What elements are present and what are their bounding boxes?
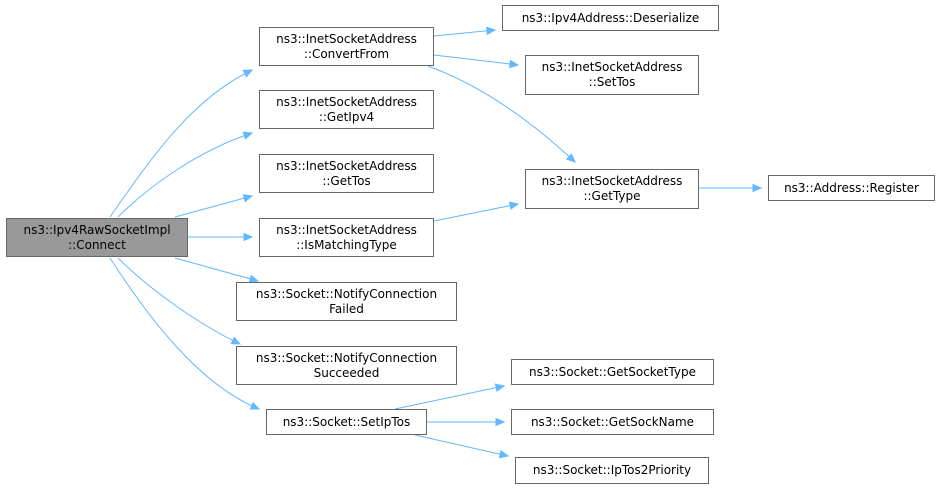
node-inet-socket-address-get-type[interactable]: ns3::InetSocketAddress ::GetType	[525, 169, 699, 209]
edge-line	[394, 385, 505, 410]
node-label-line2: Succeeded	[313, 365, 380, 380]
node-socket-notify-connection-succeeded[interactable]: ns3::Socket::NotifyConnection Succeeded	[236, 346, 457, 385]
edge-arrowhead	[508, 201, 520, 210]
edge-get-type-to-address-register	[699, 183, 763, 193]
node-label-line2: ::GetIpv4	[318, 109, 375, 124]
node-label-line1: ns3::InetSocketAddress	[276, 31, 417, 46]
node-socket-get-sock-name[interactable]: ns3::Socket::GetSockName	[511, 409, 714, 435]
edge-set-ip-tos-to-ip-tos-2-priority	[414, 434, 510, 459]
node-label-line1: ns3::InetSocketAddress	[276, 94, 417, 109]
edge-convert-from-to-get-type	[427, 65, 576, 163]
edge-line	[117, 257, 241, 345]
node-label-line1: ns3::InetSocketAddress	[276, 222, 417, 237]
edge-connect-to-get-tos	[174, 194, 254, 218]
edge-connect-to-notify-connection-succeeded	[117, 257, 242, 345]
node-label-line2: Failed	[329, 301, 364, 316]
node-label-line1: ns3::Socket::NotifyConnection	[255, 286, 438, 301]
edge-arrowhead	[498, 449, 510, 459]
edge-line	[174, 257, 259, 282]
node-label-line2: ::Connect	[68, 237, 126, 252]
edge-line	[433, 54, 519, 66]
edge-arrowhead	[242, 69, 254, 78]
node-label-line1: ns3::Ipv4RawSocketImpl	[23, 222, 171, 237]
edge-convert-from-to-ipv4-deserialize	[433, 26, 497, 37]
node-label: ns3::Ipv4Address::Deserialize	[521, 10, 700, 25]
edge-line	[433, 203, 519, 222]
edge-arrowhead	[752, 183, 763, 193]
node-inet-socket-address-is-matching-type[interactable]: ns3::InetSocketAddress ::IsMatchingType	[259, 218, 434, 257]
edge-line	[117, 132, 253, 218]
node-socket-notify-connection-failed[interactable]: ns3::Socket::NotifyConnection Failed	[236, 282, 457, 321]
node-label: ns3::Socket::GetSocketType	[529, 364, 696, 379]
node-socket-get-socket-type[interactable]: ns3::Socket::GetSocketType	[511, 359, 714, 385]
edge-set-ip-tos-to-get-socket-type	[394, 383, 506, 410]
node-label-line1: ns3::InetSocketAddress	[541, 174, 683, 188]
edge-set-ip-tos-to-get-sock-name	[427, 417, 506, 427]
edge-connect-to-convert-from	[109, 69, 254, 218]
edge-arrowhead	[509, 59, 520, 69]
edge-arrowhead	[242, 131, 254, 140]
edge-line	[109, 257, 260, 410]
node-socket-ip-tos-2-priority[interactable]: ns3::Socket::IpTos2Priority	[515, 457, 709, 484]
edge-arrowhead	[565, 153, 576, 163]
node-label-line2: ::GetType	[583, 189, 641, 203]
edge-line	[427, 65, 576, 163]
edge-arrowhead	[486, 26, 497, 36]
edge-is-matching-type-to-get-type	[433, 201, 520, 222]
node-label-line1: ns3::Socket::NotifyConnection	[255, 350, 438, 365]
node-socket-set-ip-tos[interactable]: ns3::Socket::SetIpTos	[266, 409, 427, 435]
edge-connect-to-set-ip-tos	[109, 257, 261, 410]
node-label-line1: ns3::InetSocketAddress	[276, 158, 417, 173]
node-inet-socket-address-convert-from[interactable]: ns3::InetSocketAddress ::ConvertFrom	[259, 27, 434, 66]
edge-arrowhead	[243, 232, 254, 242]
node-inet-socket-address-get-tos[interactable]: ns3::InetSocketAddress ::GetTos	[259, 154, 434, 193]
node-label-line1: ns3::InetSocketAddress	[541, 60, 683, 74]
edge-line	[109, 69, 253, 218]
edge-connect-to-get-ipv4	[117, 131, 254, 218]
node-label: ns3::Socket::GetSockName	[530, 414, 695, 429]
edge-convert-from-to-set-tos	[433, 54, 520, 69]
edge-arrowhead	[230, 336, 242, 345]
node-address-register[interactable]: ns3::Address::Register	[768, 175, 935, 201]
edge-arrowhead	[494, 383, 506, 392]
edge-line	[414, 434, 509, 457]
edge-arrowhead	[249, 401, 261, 410]
node-label-line2: ::SetTos	[588, 75, 636, 89]
node-label-line2: ::ConvertFrom	[303, 46, 390, 61]
edge-connect-to-notify-connection-failed	[174, 257, 260, 283]
node-label-line2: ::IsMatchingType	[296, 237, 397, 252]
node-inet-socket-address-get-ipv4[interactable]: ns3::InetSocketAddress ::GetIpv4	[259, 90, 434, 129]
edge-line	[433, 29, 496, 37]
node-label: ns3::Socket::IpTos2Priority	[532, 463, 692, 477]
node-label-line2: ::GetTos	[322, 173, 371, 188]
edge-arrowhead	[242, 194, 254, 203]
edge-connect-to-is-matching-type	[188, 232, 254, 242]
edge-arrowhead	[495, 417, 506, 427]
node-ipv4-raw-socket-impl-connect: ns3::Ipv4RawSocketImpl ::Connect	[6, 218, 188, 257]
node-inet-socket-address-set-tos[interactable]: ns3::InetSocketAddress ::SetTos	[525, 55, 699, 95]
edge-arrowhead	[248, 274, 260, 283]
node-ipv4-address-deserialize[interactable]: ns3::Ipv4Address::Deserialize	[502, 5, 719, 31]
edge-line	[174, 195, 253, 218]
node-label: ns3::Address::Register	[784, 180, 919, 195]
node-label: ns3::Socket::SetIpTos	[282, 414, 411, 429]
